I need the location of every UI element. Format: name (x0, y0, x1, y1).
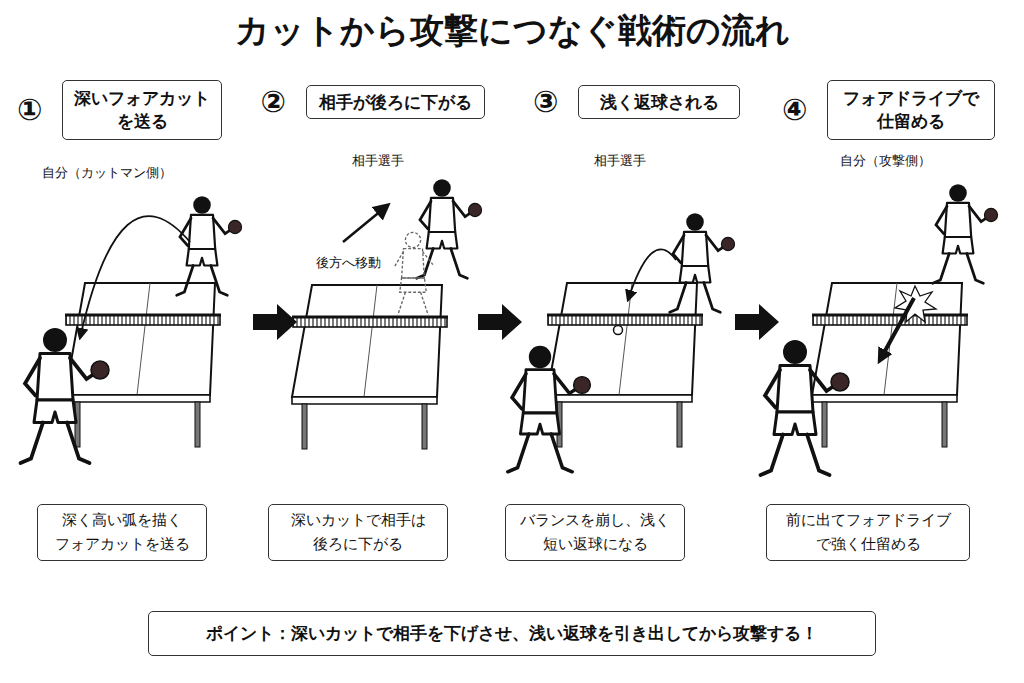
ball-paths (80, 205, 936, 360)
step-header-box: ③浅く返球される (578, 85, 740, 119)
point-box: ポイント：深いカットで相手を下げさせ、浅い返球を引き出してから攻撃する！ (148, 611, 876, 656)
figure-label: 後方へ移動 (314, 254, 383, 272)
return-arc (628, 249, 676, 300)
box-text: ポイント：深いカットで相手を下げさせ、浅い返球を引き出してから攻撃する！ (206, 622, 818, 645)
step-number: ① (17, 95, 42, 125)
diagram-title: カットから攻撃につなぐ戦術の流れ (0, 8, 1024, 54)
flow-arrow (478, 304, 522, 340)
figure-label: 自分（カットマン側） (40, 164, 174, 182)
player (933, 184, 998, 283)
description-box: 深く高い弧を描く フォアカットを送る (37, 504, 207, 561)
player (761, 340, 850, 475)
player-illustration (21, 179, 998, 475)
ball (614, 326, 623, 335)
description-box: バランスを崩し、浅く 短い返球になる (505, 504, 685, 561)
flow-arrows (253, 304, 779, 340)
step-header-box: ④フォアドライブで 仕留める (827, 80, 995, 140)
table (292, 285, 448, 449)
step-heading: 相手が後ろに下がる (319, 91, 472, 114)
box-text: 深く高い弧を描く フォアカットを送る (48, 509, 196, 556)
table (812, 283, 968, 447)
impact-burst (895, 286, 936, 322)
figure-label: 相手選手 (592, 152, 648, 170)
player (670, 213, 735, 312)
table (547, 283, 703, 447)
flow-arrow (253, 304, 297, 340)
step-number: ④ (782, 95, 807, 125)
step-header-box: ②相手が後ろに下がる (306, 85, 485, 119)
step-heading: フォアドライブで 仕留める (838, 87, 984, 133)
player (177, 196, 242, 295)
drive-arrow (880, 298, 914, 360)
cut-arc (80, 216, 190, 338)
figure-label: 相手選手 (350, 152, 406, 170)
box-text: 前に出てフォアドライブ で強く仕留める (777, 509, 959, 556)
box-text: バランスを崩し、浅く 短い返球になる (516, 509, 674, 556)
step-heading: 深いフォアカット を送る (73, 87, 211, 133)
player (417, 179, 482, 278)
flow-arrow (735, 304, 779, 340)
step-header-box: ①深いフォアカット を送る (62, 80, 222, 140)
move-arrow (343, 205, 388, 242)
step-number: ② (261, 87, 286, 117)
table-illustration (65, 283, 968, 449)
description-box: 前に出てフォアドライブ で強く仕留める (766, 504, 970, 561)
description-box: 深いカットで相手は 後ろに下がる (268, 504, 448, 561)
player (508, 346, 591, 472)
figure-label: 自分（攻撃側） (838, 152, 933, 170)
step-heading: 浅く返球される (600, 91, 719, 114)
step-number: ③ (533, 87, 558, 117)
player (21, 328, 110, 463)
ghost-player (394, 232, 433, 315)
box-text: 深いカットで相手は 後ろに下がる (279, 509, 437, 556)
